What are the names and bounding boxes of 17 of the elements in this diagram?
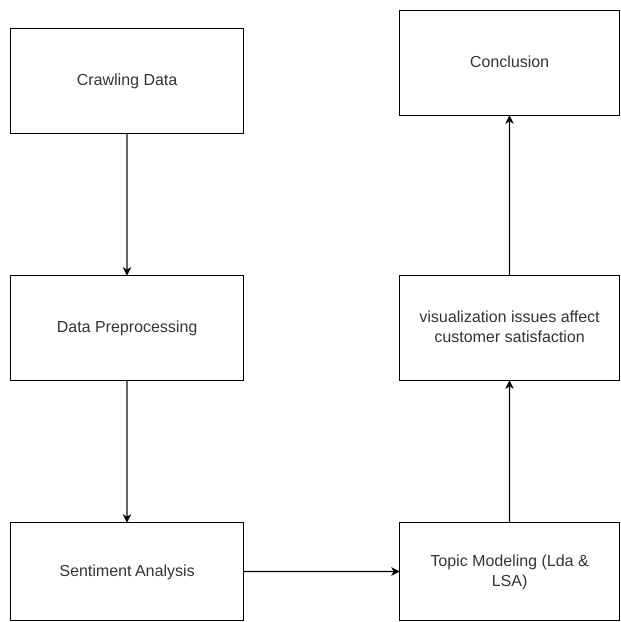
- arrow: [122, 381, 132, 523]
- box-label: visualization issues affect customer satisfaction: [418, 308, 601, 348]
- box-label: Data Preprocessing: [56, 318, 198, 338]
- process-box: [10, 275, 244, 381]
- arrow: [244, 567, 400, 576]
- process-box: [10, 522, 244, 621]
- box-label: Sentiment Analysis: [59, 562, 195, 582]
- process-box: [399, 275, 620, 381]
- arrow: [505, 115, 514, 275]
- box-label: Topic Modeling (Lda & LSA): [429, 552, 590, 592]
- box-label: Conclusion: [470, 53, 550, 73]
- arrow: [505, 380, 514, 522]
- arrow: [122, 134, 132, 276]
- process-box: [10, 28, 244, 134]
- box-label: Crawling Data: [76, 71, 178, 91]
- process-box: [399, 10, 620, 116]
- process-box: [399, 522, 620, 621]
